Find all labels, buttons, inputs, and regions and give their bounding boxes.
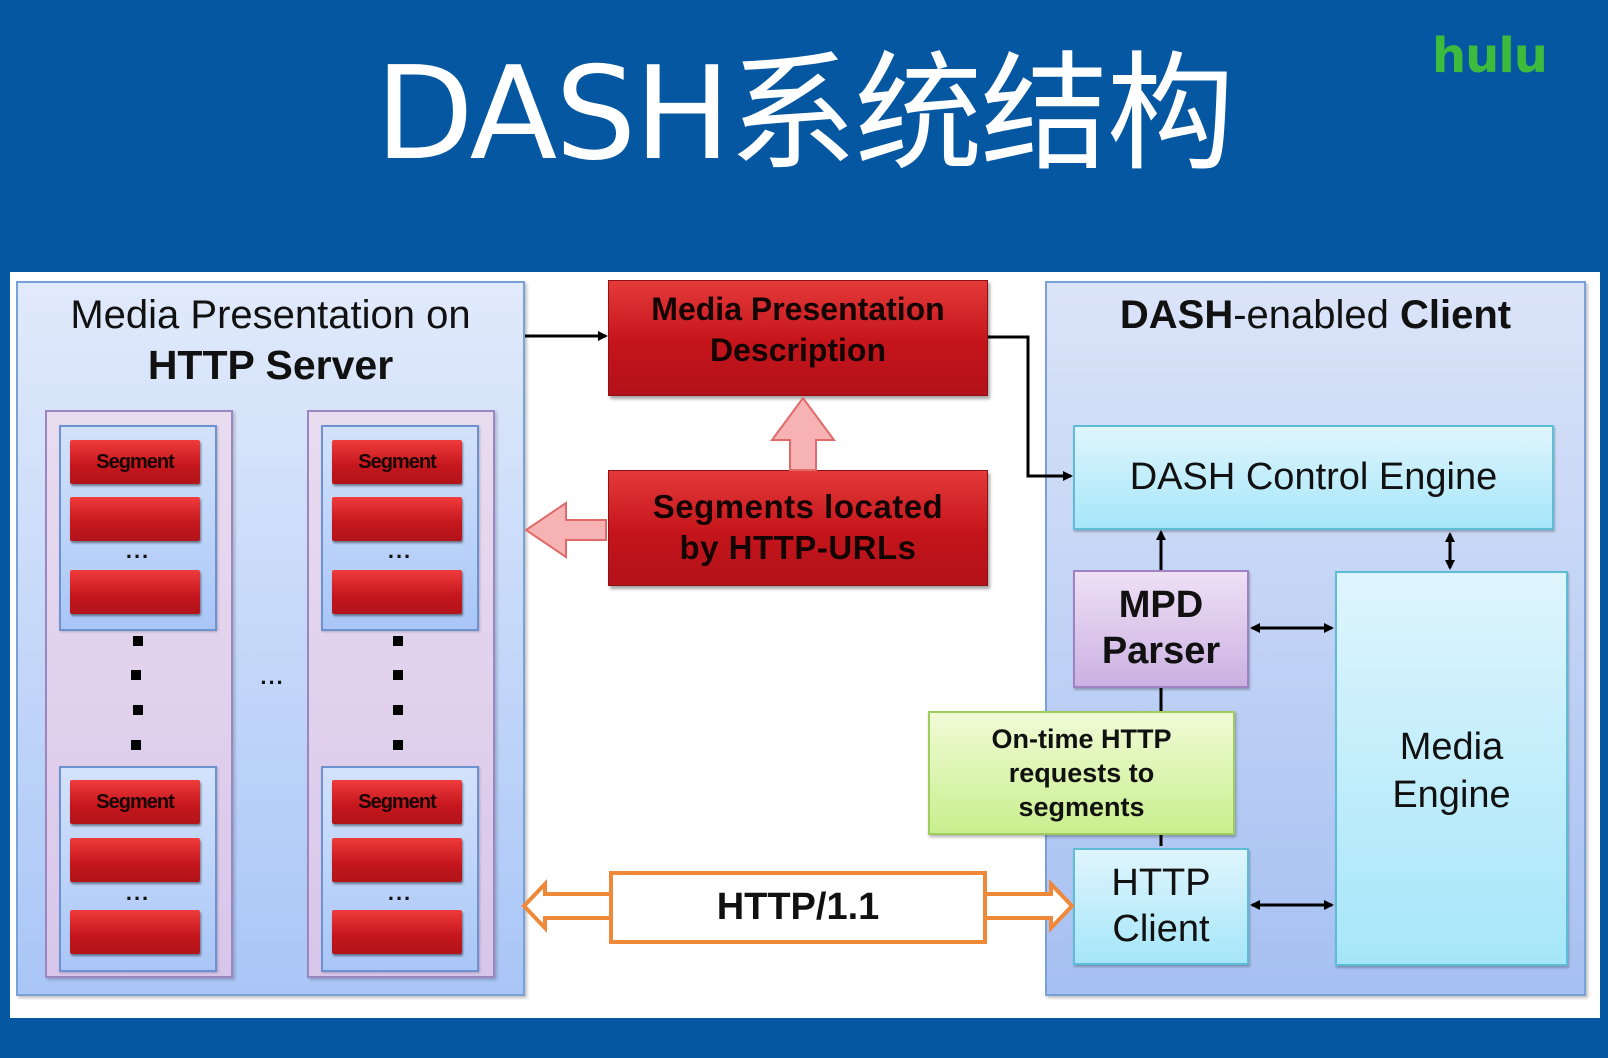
dash-client-title: DASH-enabled Client <box>1045 290 1586 340</box>
client-title-regular: -enabled <box>1233 293 1400 337</box>
segments-box-line2: by HTTP-URLs <box>679 529 917 566</box>
requests-line3: segments <box>1018 792 1145 822</box>
segment-block <box>70 910 200 954</box>
ellipsis: ... <box>387 880 413 905</box>
requests-line1: On-time HTTP <box>991 724 1172 754</box>
mpd-box-line2: Description <box>709 332 887 368</box>
vertical-dot <box>393 705 403 715</box>
ellipsis: ... <box>125 538 151 563</box>
server-title-line1: Media Presentation on <box>70 293 471 337</box>
client-title-bold1: DASH <box>1119 293 1234 337</box>
on-time-requests-box: On-time HTTP requests to segments <box>928 711 1235 835</box>
mpd-parser-box: MPD Parser <box>1073 570 1249 688</box>
segments-located-box: Segments located by HTTP-URLs <box>608 470 988 586</box>
vertical-dot <box>393 636 403 646</box>
media-engine-line1: Media <box>1399 726 1504 768</box>
http-protocol-box: HTTP/1.1 <box>609 871 987 944</box>
http-client-line1: HTTP <box>1111 862 1211 904</box>
requests-line2: requests to <box>1008 758 1155 788</box>
client-title-bold2: Client <box>1400 293 1512 337</box>
segment-block <box>70 570 200 614</box>
segment-block: Segment <box>332 780 462 824</box>
segment-block: Segment <box>332 440 462 484</box>
ellipsis: ... <box>125 880 151 905</box>
vertical-dot <box>131 740 141 750</box>
segment-block: Segment <box>70 780 200 824</box>
slide-title: DASH系统结构 <box>375 40 1234 189</box>
mpd-box-line1: Media Presentation <box>651 291 945 327</box>
media-engine-box: Media Engine <box>1335 571 1568 966</box>
ellipsis: ... <box>387 538 413 563</box>
vertical-dot <box>133 705 143 715</box>
mpd-parser-line2: Parser <box>1101 630 1221 672</box>
server-title-line2: HTTP Server <box>147 342 394 388</box>
dash-control-engine-box: DASH Control Engine <box>1073 425 1554 530</box>
vertical-dot <box>133 636 143 646</box>
segment-block <box>332 497 462 541</box>
period-ellipsis: ... <box>260 664 285 689</box>
segment-block <box>332 838 462 882</box>
vertical-dot <box>393 670 403 680</box>
vertical-dot <box>393 740 403 750</box>
media-engine-line2: Engine <box>1392 774 1511 816</box>
segments-box-line1: Segments located <box>652 488 944 525</box>
hulu-logo: hulu <box>1432 28 1548 84</box>
segment-block <box>332 910 462 954</box>
vertical-dot <box>131 670 141 680</box>
segment-block <box>70 838 200 882</box>
http-server-title: Media Presentation on HTTP Server <box>16 290 525 391</box>
segment-block <box>70 497 200 541</box>
http-client-line2: Client <box>1112 908 1210 950</box>
media-presentation-description-box: Media Presentation Description <box>608 280 988 396</box>
segment-block <box>332 570 462 614</box>
segment-block: Segment <box>70 440 200 484</box>
mpd-parser-line1: MPD <box>1118 584 1204 626</box>
http-client-box: HTTP Client <box>1073 848 1249 965</box>
